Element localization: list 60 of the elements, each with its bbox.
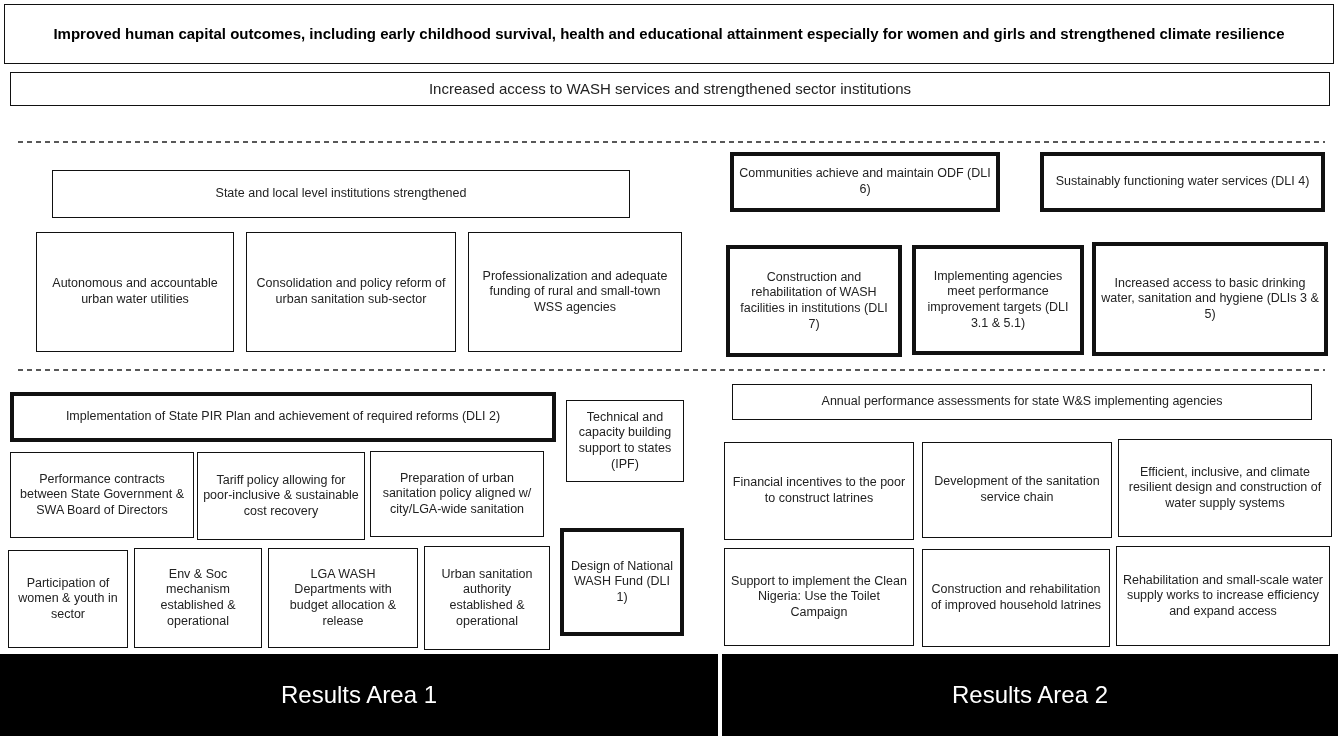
outcome-box [10,452,194,538]
outcome-box [724,548,914,646]
outcome-box [1040,152,1325,212]
box-text: Support to implement the Clean Nigeria: Use the Toilet Campaign [730,573,908,621]
box-text: Rehabilitation and small-scale water supply works to increase efficiency and expand access [1122,572,1324,620]
outcome-box [370,451,544,537]
box-text: Tariff policy allowing for poor-inclusive & sustainable cost recovery [203,472,359,520]
goal-box [4,4,1334,64]
outcome-box [10,392,556,442]
box-text: Sustainably functioning water services (DLI 4) [1055,174,1310,190]
results-area-banner [722,654,1338,736]
box-text: Increased access to basic drinking water, sanitation and hygiene (DLIs 3 & 5) [1101,275,1319,323]
box-text: Financial incentives to the poor to construct latrines [731,475,907,507]
outcome-box [1092,242,1328,356]
box-text: Performance contracts between State Government & SWA Board of Directors [19,471,185,519]
outcome-box [922,442,1112,538]
outcome-box [8,550,128,648]
box-text: Technical and capacity building support to states (IPF) [577,409,673,473]
box-text: Autonomous and accountable urban water utilities [51,276,219,308]
outcome-box [726,245,902,357]
box-text: LGA WASH Departments with budget allocation & release [288,566,398,630]
outcome-box [732,384,1312,420]
outcome-box [566,400,684,482]
box-text: Increased access to WASH services and strengthened sector institutions [428,79,912,99]
box-text: Implementation of State PIR Plan and achievement of required reforms (DLI 2) [65,409,501,425]
outcome-box [246,232,456,352]
box-text: Construction and rehabilitation of WASH facilities in institutions (DLI 7) [739,269,889,333]
box-text: Design of National WASH Fund (DLI 1) [569,558,675,606]
box-text: Communities achieve and maintain ODF (DLI 6) [739,166,991,198]
results-area-banner [0,654,718,736]
outcome-box [912,245,1084,355]
outcome-box [52,170,630,218]
box-text: Annual performance assessments for state W&S implementing agencies [821,394,1223,410]
box-text: Env & Soc mechanism established & operational [159,566,237,630]
outcome-box [560,528,684,636]
box-text: Implementing agencies meet performance improvement targets (DLI 3.1 & 5.1) [926,268,1070,332]
outcome-box [36,232,234,352]
box-text: Construction and rehabilitation of improved household latrines [929,582,1103,614]
outcome-box [134,548,262,648]
outcome-box [10,72,1330,106]
banner-title: Results Area 2 [951,680,1109,710]
outcome-box [724,442,914,540]
box-text: Efficient, inclusive, and climate resilient design and construction of water supply systems [1127,464,1323,512]
box-text: Development of the sanitation service chain [933,474,1101,506]
box-text: Consolidation and policy reform of urban sanitation sub-sector [255,276,447,308]
box-text: Professionalization and adequate funding of rural and small-town WSS agencies [481,268,669,316]
banner-title: Results Area 1 [280,680,438,710]
box-text: Preparation of urban sanitation policy aligned w/ city/LGA-wide sanitation [381,470,533,518]
box-text: State and local level institutions strengthened [215,186,467,202]
box-text: Urban sanitation authority established & operational [440,566,534,630]
outcome-box [922,549,1110,647]
box-text: Improved human capital outcomes, including early childhood survival, health and educational attainment especially for women and girls and strengthened climate resilience [53,24,1285,44]
outcome-box [468,232,682,352]
outcome-box [1118,439,1332,537]
box-text: Participation of women & youth in sector [17,575,119,623]
outcome-box [1116,546,1330,646]
outcome-box [197,452,365,540]
outcome-box [730,152,1000,212]
outcome-box [424,546,550,650]
outcome-box [268,548,418,648]
